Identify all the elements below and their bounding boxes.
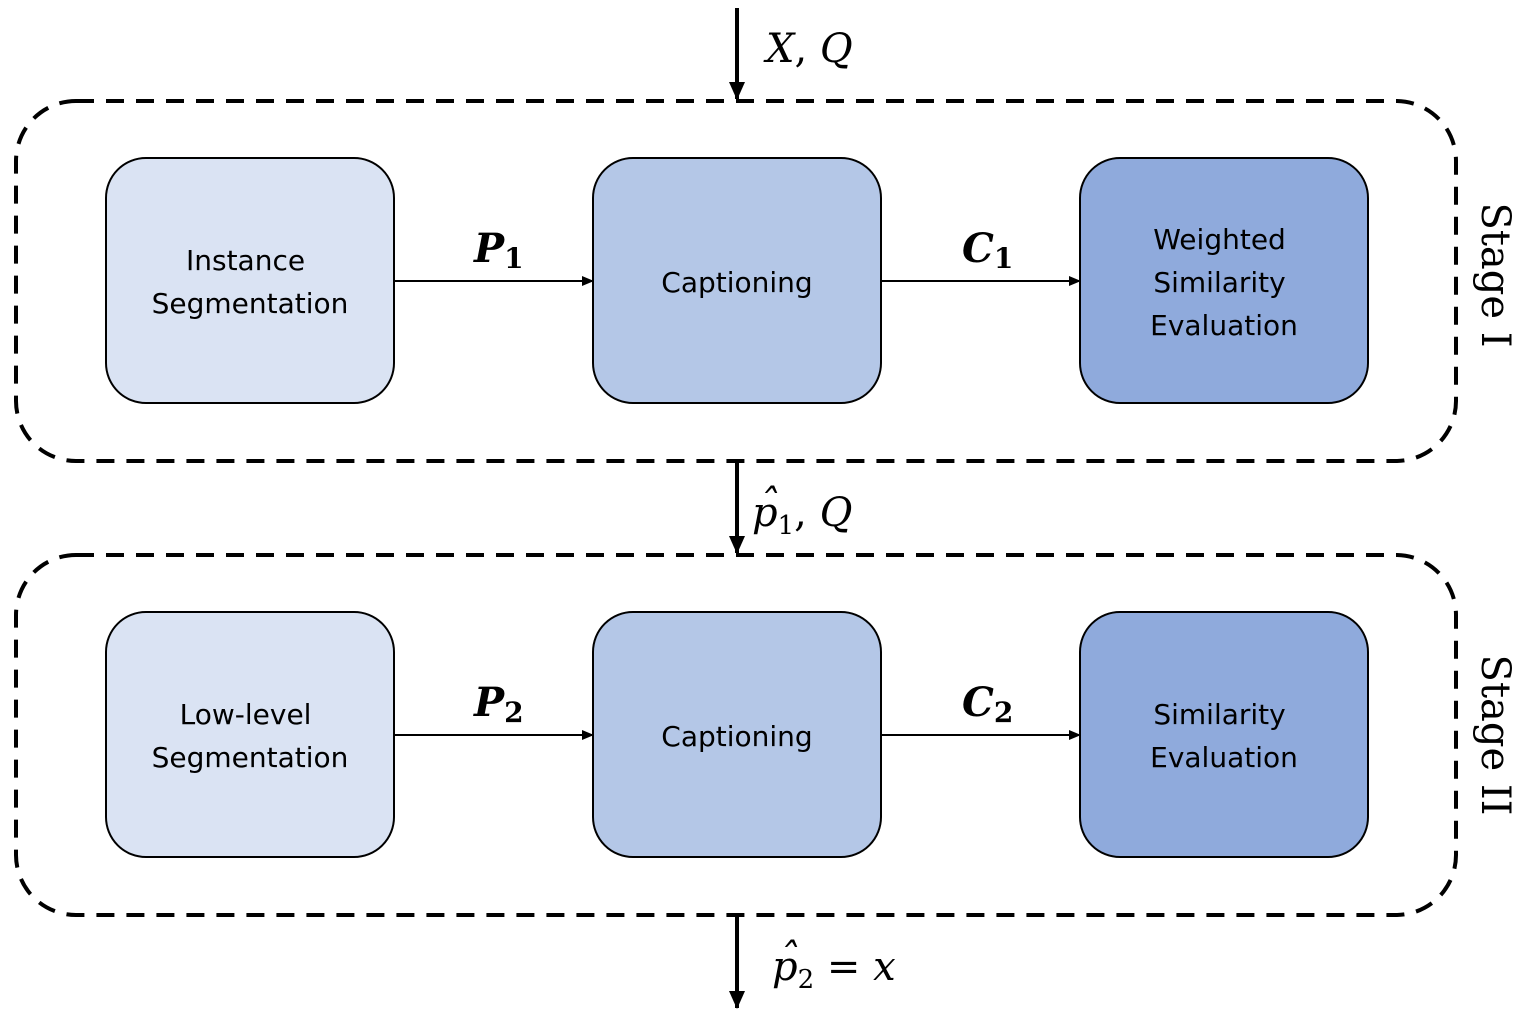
between-stage-label: p1, Q [752,490,852,541]
output-sub: 2 [798,965,815,995]
edge-c1-main: C [962,225,994,272]
edge-p1-sub: 1 [504,242,523,275]
stage-2-label: Stage II [1472,655,1518,816]
output-main: p [772,944,798,990]
output-eq: = [814,944,873,990]
between-main: p [752,490,778,536]
captioning-stage-2-line-1: Captioning [661,720,812,753]
weighted-similarity-label: Weighted Similarity Evaluation [1150,223,1298,342]
instance-segmentation-line-2: Segmentation [152,287,349,320]
weighted-similarity-line-2: Similarity [1153,266,1285,299]
similarity-evaluation-line-1: Similarity [1153,698,1285,731]
between-hat: ˆ [758,482,778,528]
edge-c1-sub: 1 [994,242,1013,275]
edge-c2-label: C2 [962,679,1013,729]
similarity-evaluation-line-2: Evaluation [1150,741,1298,774]
stage-2-container [14,553,1458,917]
between-sub: 1 [778,511,795,541]
instance-segmentation-label: Instance Segmentation [152,244,349,320]
weighted-similarity-line-3: Evaluation [1150,309,1298,342]
instance-segmentation-box [105,157,395,404]
captioning-label-stage-2: Captioning [661,720,812,753]
low-level-segmentation-line-1: Low-level [180,698,312,731]
edge-c2-main: C [962,679,994,726]
similarity-evaluation-box [1079,611,1369,858]
edge-p2-sub: 2 [504,696,523,729]
stage-1-label: Stage I [1472,202,1518,347]
edge-p1-label: P1 [473,225,524,275]
input-var-x: X [763,26,796,72]
weighted-similarity-line-1: Weighted [1153,223,1286,256]
output-label: p2 = x [772,944,896,995]
input-label: X, Q [763,26,853,72]
edge-p2-label: P2 [473,679,524,729]
between-sep: , [794,490,819,536]
output-rhs: x [873,944,896,990]
input-var-q: Q [820,26,853,72]
similarity-evaluation-label: Similarity Evaluation [1150,698,1298,774]
edge-c1-label: C1 [962,225,1013,275]
output-hat: ˆ [778,936,798,982]
captioning-stage-1-line-1: Captioning [661,266,812,299]
captioning-label-stage-1: Captioning [661,266,812,299]
low-level-segmentation-box [105,611,395,858]
input-sep: , [794,26,819,72]
low-level-segmentation-line-2: Segmentation [152,741,349,774]
stage-1-container [14,99,1458,463]
instance-segmentation-line-1: Instance [186,244,305,277]
between-second: Q [820,490,853,536]
edge-c2-sub: 2 [994,696,1013,729]
low-level-segmentation-label: Low-level Segmentation [152,698,349,774]
edge-p2-main: P [473,679,506,726]
edge-p1-main: P [473,225,506,272]
